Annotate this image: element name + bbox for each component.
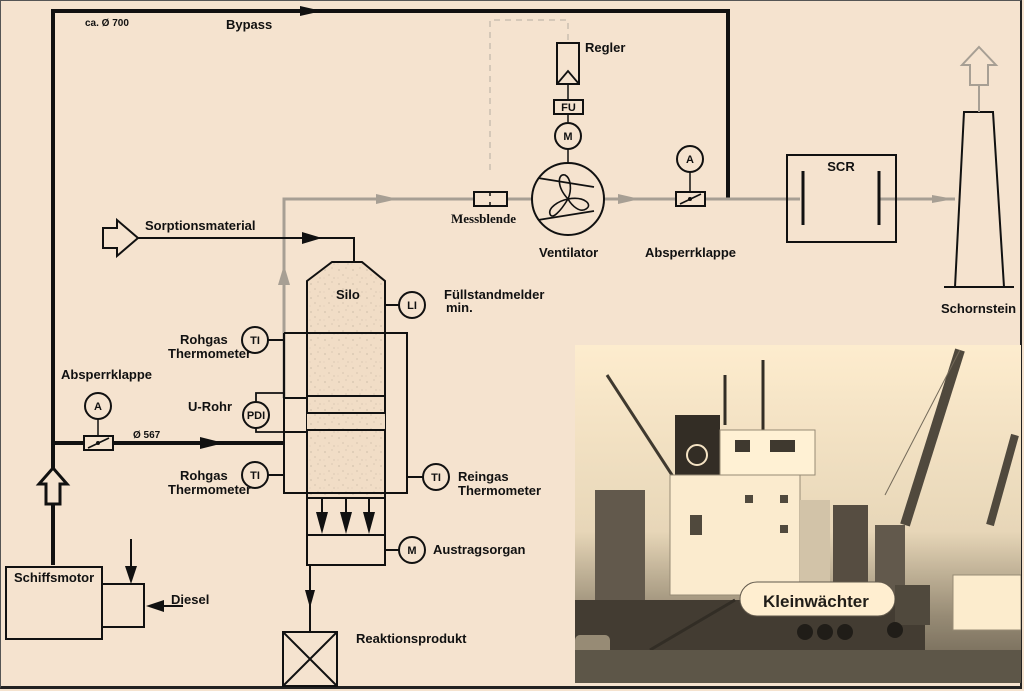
silo (283, 261, 408, 566)
ventilator-label: Ventilator (539, 245, 598, 260)
fan-motor: M (554, 122, 582, 163)
absperrklappe-left-label: Absperrklappe (61, 367, 152, 382)
differential-pressure-pdi: PDI (242, 392, 307, 433)
gas-line (278, 194, 955, 398)
absperrklappe-top-label: Absperrklappe (645, 245, 736, 260)
rohgas-top-label-2: Thermometer (168, 346, 251, 361)
rohgas-bottom-label-1: Rohgas (180, 468, 228, 483)
austragsorgan-label: Austragsorgan (433, 542, 526, 557)
bypass-label: Bypass (226, 17, 272, 32)
svg-text:A: A (686, 154, 694, 166)
svg-text:A: A (94, 401, 102, 413)
regler-label: Regler (585, 40, 625, 55)
ship-photo: Kleinwächter (575, 345, 1021, 683)
fuellstand-label-1: Füllstandmelder (444, 287, 544, 302)
ship-engine (5, 539, 183, 640)
scr-reactor (786, 154, 897, 243)
bypass-diameter-label: ca. Ø 700 (85, 18, 129, 29)
diesel-label: Diesel (171, 592, 209, 607)
schornstein-label: Schornstein (941, 301, 1016, 316)
reaction-product-container (282, 565, 338, 687)
discharge-motor: M (385, 536, 426, 564)
fuellstand-label-2: min. (446, 300, 473, 315)
controller-regler (556, 42, 580, 100)
svg-text:TI: TI (431, 472, 441, 484)
svg-text:M: M (407, 545, 416, 557)
svg-text:FU: FU (561, 102, 576, 114)
reingas-label-2: Thermometer (458, 483, 541, 498)
sorption-material-feed (102, 217, 355, 262)
svg-text:LI: LI (407, 300, 417, 312)
diesel-feed-arrow (146, 600, 164, 612)
schiffsmotor-label: Schiffsmotor (14, 570, 94, 585)
bypass-line (51, 6, 730, 565)
control-signal-line (489, 19, 569, 170)
gas-flow-arrow-3 (932, 195, 954, 203)
u-rohr-label: U-Rohr (188, 399, 232, 414)
frequency-converter-fu: FU (553, 99, 584, 122)
svg-text:TI: TI (250, 470, 260, 482)
reingas-label-1: Reingas (458, 469, 509, 484)
svg-text:PDI: PDI (247, 410, 265, 422)
truck-lettering: Kleinwächter (763, 592, 869, 611)
gas-flow-arrow-up (278, 265, 290, 285)
raw-gas-thermometer-bottom: TI (241, 461, 284, 489)
gas-flow-arrow-1 (376, 194, 398, 204)
clean-gas-thermometer: TI (407, 463, 450, 491)
orifice-plate-messblende (473, 191, 508, 207)
level-indicator-li: LI (385, 291, 426, 319)
fan-ventilator-icon (531, 162, 605, 236)
svg-text:TI: TI (250, 335, 260, 347)
sorption-input-arrow-icon (102, 217, 140, 259)
gas-flow-arrow-2 (618, 194, 640, 204)
chimney-schornstein (944, 45, 1014, 288)
sorptionsmaterial-label: Sorptionsmaterial (145, 218, 256, 233)
scr-label: SCR (827, 159, 855, 174)
reaktionsprodukt-label: Reaktionsprodukt (356, 631, 467, 646)
exhaust-up-arrow-icon (35, 465, 71, 506)
svg-text:M: M (563, 131, 572, 143)
exhaust-arrow-icon (959, 45, 999, 86)
silo-label: Silo (336, 287, 360, 302)
bypass-flow-arrow (300, 6, 322, 16)
raw-gas-thermometer-top: TI (241, 326, 284, 354)
branch-diameter-label: Ø 567 (133, 430, 161, 441)
messblende-label: Messblende (451, 211, 516, 226)
shutoff-damper-top: A (675, 145, 706, 207)
rohgas-top-label-1: Rohgas (180, 332, 228, 347)
rohgas-bottom-label-2: Thermometer (168, 482, 251, 497)
shutoff-damper-left: A (53, 392, 284, 451)
